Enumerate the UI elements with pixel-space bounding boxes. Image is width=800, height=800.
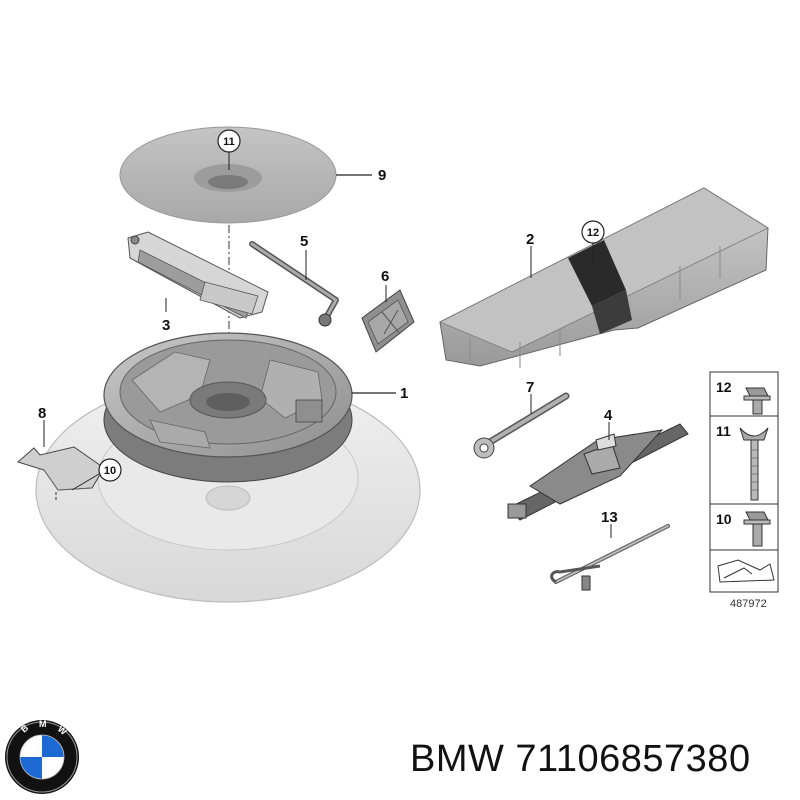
callout-3: 3	[162, 317, 170, 334]
wing-bolt-icon	[739, 427, 769, 501]
callout-6: 6	[381, 268, 389, 285]
scissor-jack-part-4	[507, 423, 689, 521]
cover-plate-part-9	[119, 126, 337, 224]
storage-tray-part-1	[103, 332, 353, 483]
diagram-id: 487972	[730, 598, 767, 610]
legend-num-12: 12	[716, 379, 732, 395]
svg-text:M: M	[39, 719, 47, 729]
callout-1: 1	[400, 385, 408, 402]
installation-arrow-icon	[717, 559, 775, 583]
jack-bracket-part-3	[127, 231, 269, 319]
flange-bolt-icon	[743, 387, 771, 415]
callout-2: 2	[526, 231, 534, 248]
part-number-caption: BMW 71106857380	[410, 738, 751, 780]
callout-9: 9	[378, 167, 386, 184]
callout-5: 5	[300, 233, 308, 250]
callout-4: 4	[604, 407, 613, 424]
callout-12-circle: 12	[581, 220, 605, 268]
foam-insert-part-2	[439, 187, 769, 368]
callout-7: 7	[526, 379, 534, 396]
hex-bolt-icon	[743, 511, 771, 547]
svg-text:B: B	[19, 722, 31, 734]
wheel-wrench-part-5	[249, 241, 339, 327]
legend-num-10: 10	[716, 511, 732, 527]
svg-text:10: 10	[104, 465, 116, 477]
svg-text:12: 12	[587, 227, 599, 239]
callout-8: 8	[38, 405, 46, 422]
crank-handle-part-7	[473, 392, 570, 459]
fastener-legend: 12 11 10	[709, 371, 779, 593]
callout-11-circle: 11	[217, 129, 241, 170]
legend-num-11: 11	[716, 423, 731, 439]
towing-rod-part-13	[550, 524, 670, 591]
callout-10-circle: 10	[55, 458, 122, 500]
bracket-plate-part-6	[361, 289, 415, 353]
callout-13: 13	[601, 509, 618, 526]
svg-text:11: 11	[223, 136, 235, 148]
bmw-logo-icon: B M W	[5, 719, 79, 794]
